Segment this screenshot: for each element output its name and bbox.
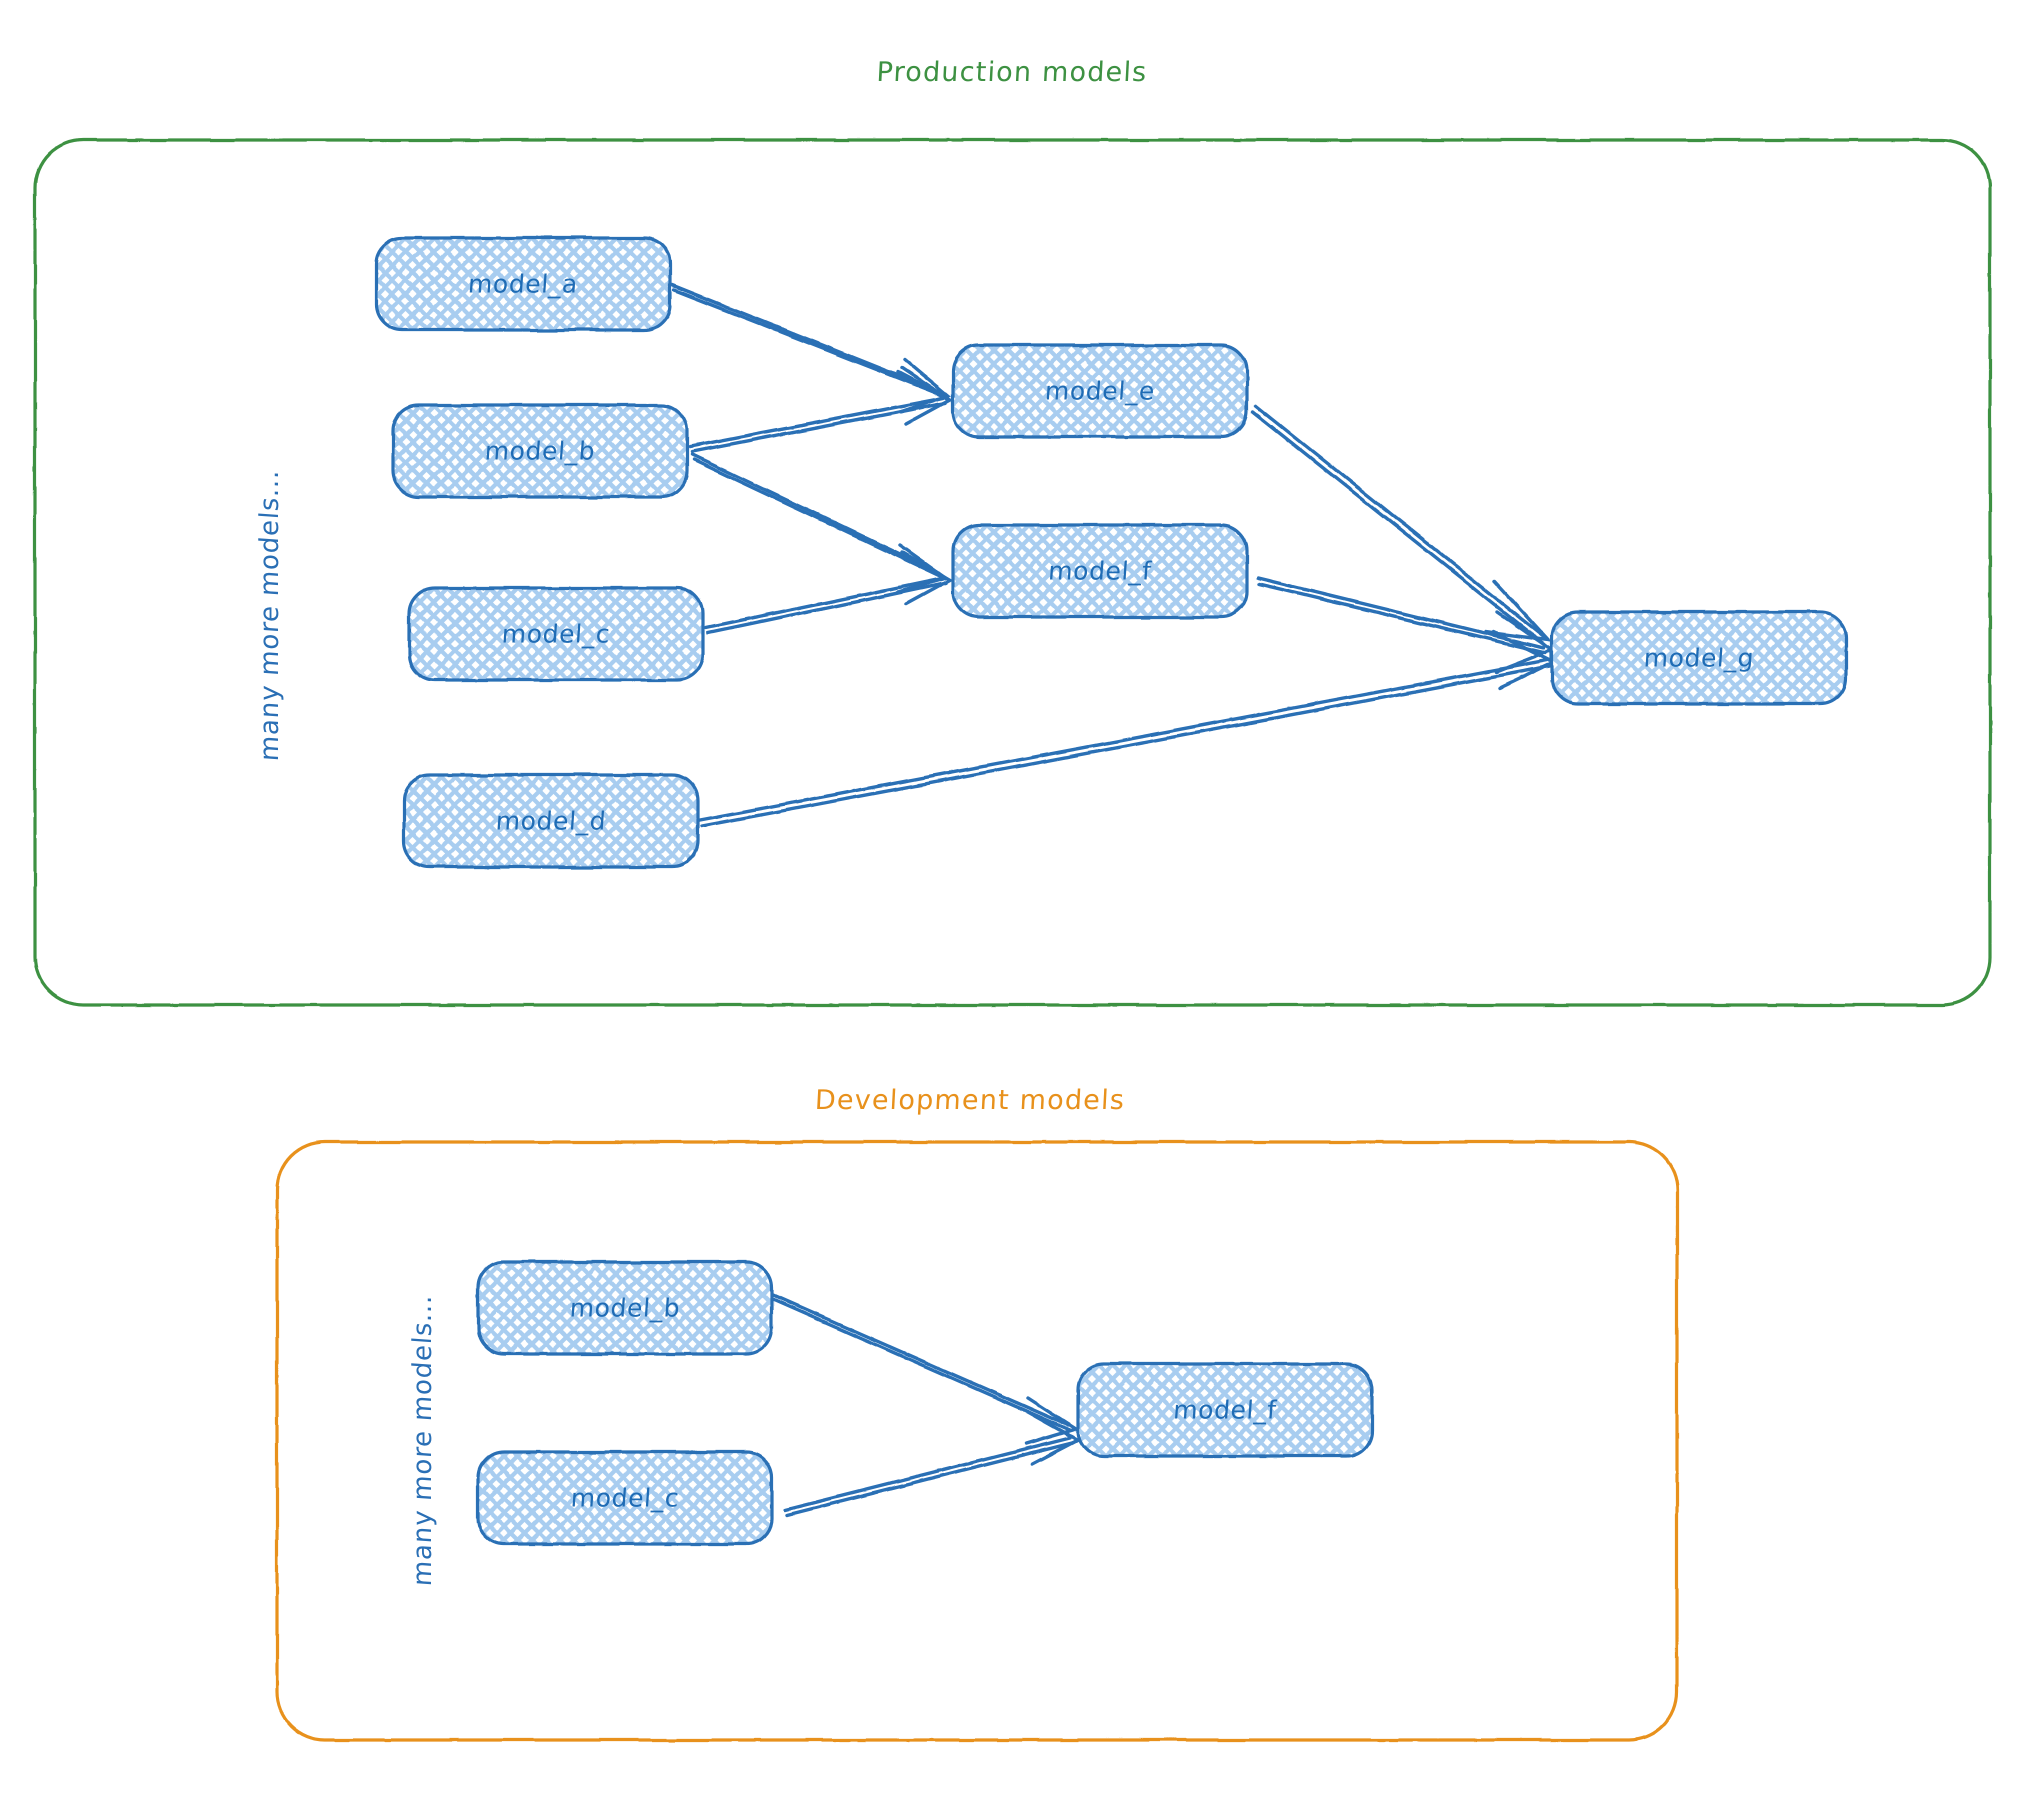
node-prod-model-b[interactable]: model_b — [393, 405, 687, 497]
node-prod-model-g — [1550, 610, 1848, 706]
node-prod-model-f[interactable]: model_f — [953, 525, 1247, 617]
edge-model-e-to-model-g — [1251, 404, 1553, 643]
edge-model-b-to-model-f — [690, 453, 950, 594]
node-prod-model-d[interactable]: model_d — [404, 775, 698, 867]
node-prod-model-a — [374, 236, 672, 332]
node-dev-model-f — [1076, 1362, 1374, 1458]
node-dev-model-b — [476, 1260, 774, 1356]
node-label-prod-model-b: model_b — [483, 436, 597, 466]
node-prod-model-e — [951, 343, 1249, 439]
node-prod-model-c[interactable]: model_c — [409, 588, 703, 680]
development-edges — [770, 1293, 1082, 1517]
development-group-border — [275, 1140, 1679, 1742]
edge-model-b-to-model-e — [688, 366, 954, 454]
node-label-prod-model-e: model_e — [1044, 376, 1156, 406]
node-label-dev-model-f: model_f — [1172, 1395, 1278, 1425]
node-label-dev-model-b: model_b — [568, 1293, 682, 1323]
node-prod-model-g[interactable]: model_g — [1552, 612, 1846, 704]
node-label-prod-model-f: model_f — [1047, 556, 1153, 586]
development-group-title: Development models — [814, 1085, 1126, 1116]
edge-model-d-to-model-g — [698, 630, 1558, 828]
node-label-prod-model-d: model_d — [494, 806, 608, 836]
development-side-note: many more models... — [408, 1293, 438, 1588]
node-dev-model-b[interactable]: model_b — [478, 1262, 772, 1354]
node-label-prod-model-c: model_c — [500, 619, 612, 649]
production-group-border — [33, 138, 1992, 1007]
node-dev-model-f[interactable]: model_f — [1078, 1364, 1372, 1456]
node-prod-model-e[interactable]: model_e — [953, 345, 1247, 437]
node-prod-model-b — [391, 403, 689, 499]
edge-dev-model-c-to-model-f — [783, 1410, 1082, 1517]
edge-dev-model-b-to-model-f — [770, 1293, 1081, 1446]
node-label-dev-model-c: model_c — [569, 1483, 681, 1513]
node-prod-model-a[interactable]: model_a — [376, 238, 670, 330]
node-label-prod-model-g: model_g — [1642, 643, 1756, 673]
edge-model-a-to-model-e — [670, 283, 952, 414]
production-group-title: Production models — [875, 57, 1149, 88]
node-label-prod-model-a: model_a — [467, 269, 579, 299]
node-prod-model-d — [402, 773, 700, 869]
node-dev-model-c — [476, 1450, 774, 1546]
node-dev-model-c[interactable]: model_c — [478, 1452, 772, 1544]
development-nodes — [476, 1260, 1374, 1546]
node-prod-model-f — [951, 523, 1249, 619]
edge-model-f-to-model-g — [1256, 576, 1556, 674]
edge-model-c-to-model-f — [704, 550, 954, 635]
production-side-note: many more models... — [255, 468, 285, 763]
production-nodes — [374, 236, 1848, 869]
node-prod-model-c — [407, 586, 705, 682]
